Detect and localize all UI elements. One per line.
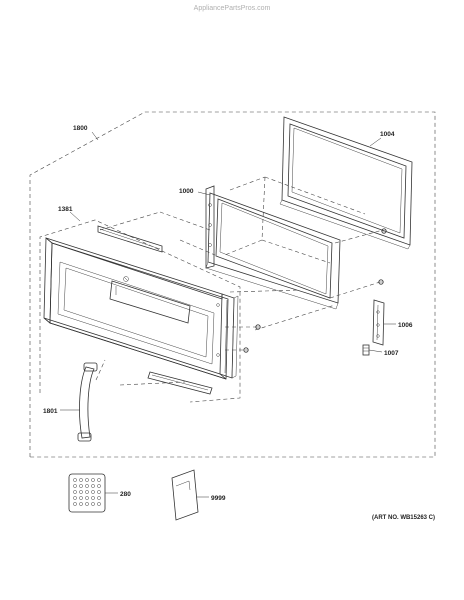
callout-1800: 1800: [73, 125, 88, 132]
door-choke-frame-part: [279, 116, 413, 250]
screw-icon: [381, 228, 387, 234]
door-handle-part: [77, 362, 98, 442]
callout-280: 280: [120, 491, 131, 498]
door-side-trim-part: [219, 293, 239, 379]
spring-part: [362, 344, 370, 356]
assembly-1800-boundary: [29, 111, 436, 458]
upper-vent-bar-part: [97, 225, 163, 253]
art-number: (ART NO. WB15263 C): [372, 515, 435, 521]
inner-door-panel-part: [205, 185, 341, 310]
callout-1801: 1801: [43, 408, 58, 415]
callout-9999: 9999: [211, 495, 226, 502]
manual-part: [171, 469, 199, 521]
button-sheet-part: [68, 473, 106, 513]
screws: [243, 228, 387, 353]
leader-lines: [60, 131, 396, 498]
watermark: AppliancePartsPros.com: [194, 5, 271, 12]
outer-door-panel-part: [43, 237, 229, 380]
callout-1007: 1007: [384, 350, 399, 357]
latch-bracket-part: [372, 299, 385, 346]
callout-1381: 1381: [58, 206, 73, 213]
screw-icon: [378, 279, 384, 285]
screw-icon: [243, 347, 249, 353]
callout-1006: 1006: [398, 322, 413, 329]
lower-trim-strip-part: [147, 371, 213, 395]
callout-1004: 1004: [380, 131, 395, 138]
callout-1000: 1000: [179, 188, 194, 195]
explode-lines: [95, 176, 384, 386]
screw-icon: [255, 324, 261, 330]
assembly-1381-boundary: [39, 219, 241, 403]
